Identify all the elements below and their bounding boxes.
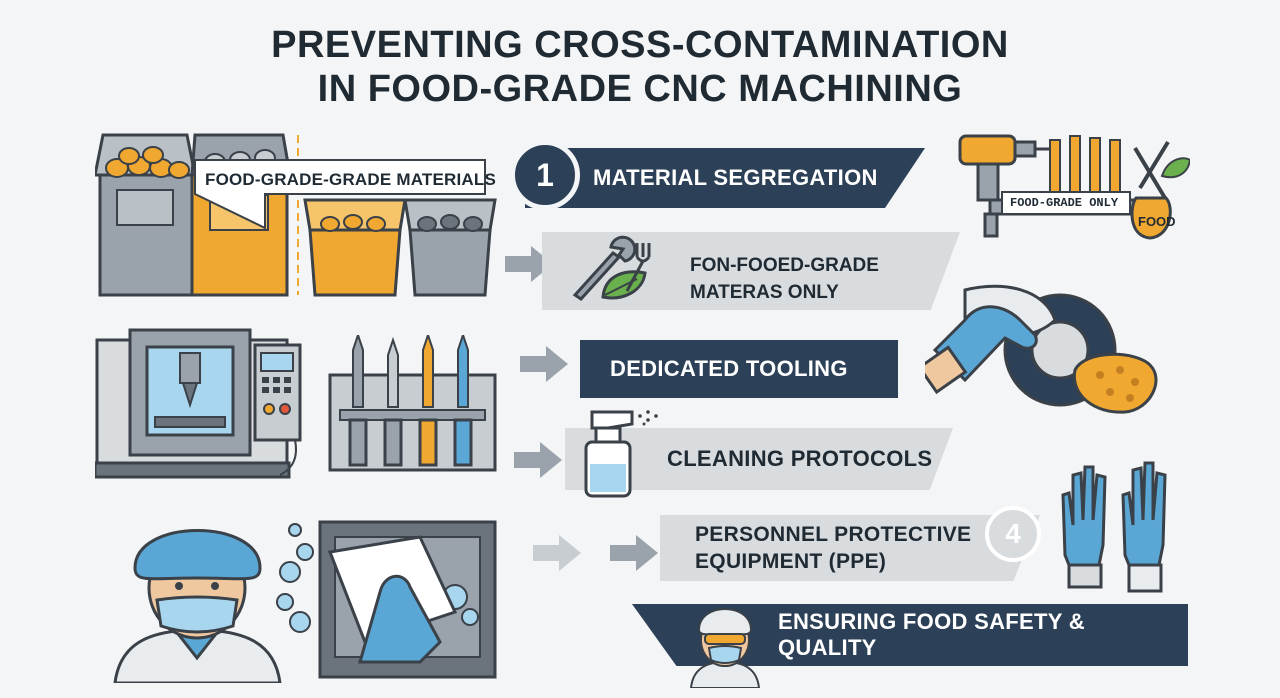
arrow-icon bbox=[533, 535, 581, 571]
arrow-icon bbox=[520, 346, 568, 382]
cnc-machine-illustration bbox=[95, 328, 302, 479]
page-subtitle: IN FOOD-GRADE CNC MACHINING bbox=[317, 68, 963, 110]
step2-label: DEDICATED TOOLING bbox=[610, 356, 848, 381]
material-bins-illustration bbox=[95, 133, 497, 297]
footer-label: ENSURING FOOD SAFETY & QUALITY bbox=[778, 609, 1085, 660]
arrow-icon bbox=[514, 442, 562, 478]
page-title: PREVENTING CROSS-CONTAMINATION bbox=[271, 24, 1009, 66]
arrow-icon bbox=[610, 535, 658, 571]
step4-number: 4 bbox=[1005, 518, 1021, 549]
step4-label-line1: PERSONNEL PROTECTIVE bbox=[695, 523, 972, 546]
step1-number: 1 bbox=[536, 156, 554, 193]
rack-label: FOOD-GRADE ONLY bbox=[1010, 196, 1119, 210]
step4-label: PERSONNEL PROTECTIVE EQUIPMENT (PPE) bbox=[695, 521, 971, 575]
arrow-icon bbox=[505, 246, 553, 282]
non-food-grade-label-line1: FON-FOOED-GRADE bbox=[690, 255, 879, 276]
step1-number-badge: 1 bbox=[510, 140, 580, 210]
non-food-grade-label: FON-FOOED-GRADE MATERAS ONLY bbox=[690, 252, 879, 306]
protective-gloves-icon bbox=[1061, 461, 1167, 593]
step4-banner: PERSONNEL PROTECTIVE EQUIPMENT (PPE) bbox=[660, 515, 1040, 581]
step3-label: CLEANING PROTOCOLS bbox=[667, 446, 933, 471]
gloved-hand-wiping-gear-illustration bbox=[925, 284, 1158, 414]
step2-banner: DEDICATED TOOLING bbox=[580, 340, 898, 398]
tool-holder-illustration bbox=[328, 335, 497, 472]
step4-number-badge: 4 bbox=[985, 506, 1041, 562]
food-grade-tool-rack-illustration bbox=[958, 134, 1190, 240]
step1-banner: MATERIAL SEGREGATION bbox=[525, 148, 925, 208]
wrench-fork-leaf-icon bbox=[572, 235, 651, 301]
food-bag-label: FOOD bbox=[1138, 214, 1176, 229]
non-food-grade-label-line2: MATERAS ONLY bbox=[690, 282, 839, 303]
worker-in-ppe-illustration bbox=[113, 529, 282, 683]
step4-label-line2: EQUIPMENT (PPE) bbox=[695, 550, 887, 573]
wiping-machine-illustration bbox=[276, 520, 497, 679]
worker-avatar-icon bbox=[689, 608, 761, 688]
step1-label: MATERIAL SEGREGATION bbox=[593, 165, 878, 190]
spray-bottle-icon bbox=[584, 410, 658, 498]
bins-label: FOOD-GRADE-GRADE MATERIALS bbox=[205, 170, 497, 189]
